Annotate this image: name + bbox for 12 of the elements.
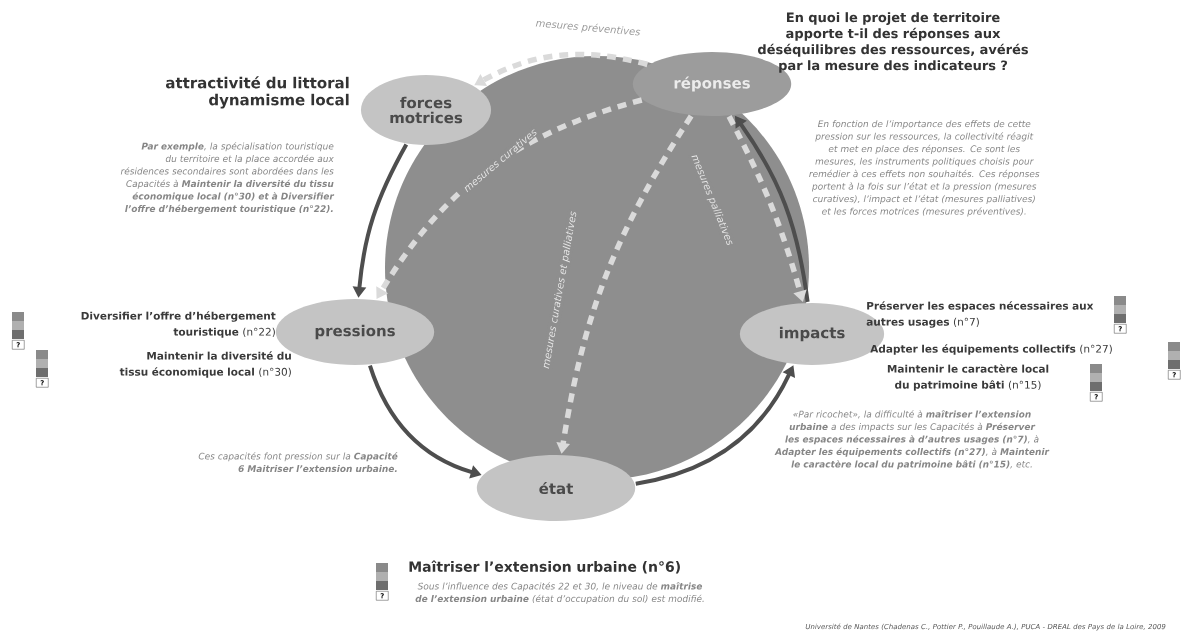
description-text: Par exemple, la spécialisation touristique du territoire et la place accordée aux résidences secondaires sont abordées dans les Capacités à Maintenir la diversité du tissu économique local (n°30) et à Diversifier l’offre d’hébergement touristique (n°22). — [120, 142, 335, 214]
ellipse-node: état — [476, 455, 636, 521]
description-text: En fonction de l’importance des effets de cette pression sur les ressources, la collectivité réagit et met en place des réponses. Ce sont les mesures, les instruments politiques choisis pour remédier à ces effets non souhaités. Ces réponses portent à la fois sur l’état et la pression (mesures curatives), l’impact et l’état (mesures palliatives) et les forces motrices (mesures préventives). — [809, 120, 1040, 217]
description-text: Ces capacités font pression sur la Capacité 6 Maitriser l’extension urbaine. — [198, 452, 398, 473]
ellipse-node: forces motrices — [360, 75, 492, 145]
capacity-label: Maintenir le caractère local du patrimoine bâti (n°15) — [887, 364, 1049, 391]
edge-label: mesures préventives — [534, 17, 642, 39]
heading: Maîtriser l’extension urbaine (n°6) — [409, 560, 680, 574]
description-text: «Par ricochet», la difficulté à maîtriser l’extension urbaine a des impacts sur les Capacités à Préserver les espaces nécessaires à d’autres usages (n°7), à Adapter les équipements collectifs (n°27), à Maintenir le caractère local du patrimoine bâti (n°15), etc. — [774, 410, 1050, 470]
capacity-label: Diversifier l’offre d’hébergement touristique (n°22) — [81, 311, 276, 338]
description-text: Sous l’influence des Capacités 22 et 30, le niveau de maîtrise de l’extension urbaine (état d’occupation du sol) est modifié. — [415, 582, 704, 604]
edge-label: mesures curatives et palliatives — [540, 209, 580, 371]
